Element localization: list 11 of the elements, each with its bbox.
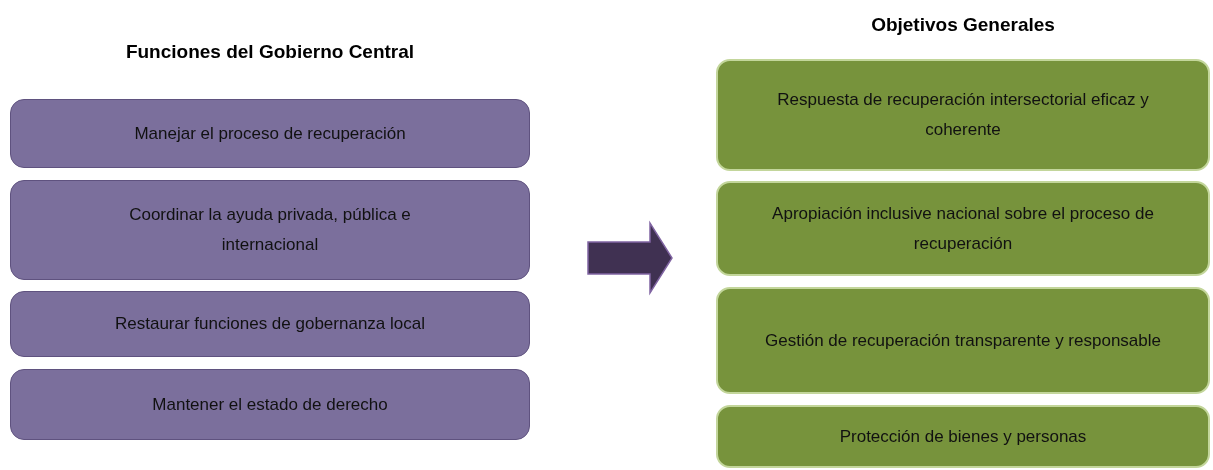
column-heading: Objetivos Generales bbox=[870, 14, 1056, 36]
objective-box: Respuesta de recuperación intersectorial eficaz y coherente bbox=[716, 59, 1210, 171]
function-box: Coordinar la ayuda privada, pública e internacional bbox=[10, 180, 530, 280]
function-box: Mantener el estado de derecho bbox=[10, 369, 530, 440]
objective-box: Apropiación inclusive nacional sobre el proceso de recuperación bbox=[716, 181, 1210, 276]
objective-box: Protección de bienes y personas bbox=[716, 405, 1210, 468]
objective-box: Gestión de recuperación transparente y responsable bbox=[716, 287, 1210, 394]
function-box: Restaurar funciones de gobernanza local bbox=[10, 291, 530, 357]
block-arrow bbox=[587, 220, 673, 296]
column-heading: Funciones del Gobierno Central bbox=[124, 41, 416, 63]
function-box: Manejar el proceso de recuperación bbox=[10, 99, 530, 168]
